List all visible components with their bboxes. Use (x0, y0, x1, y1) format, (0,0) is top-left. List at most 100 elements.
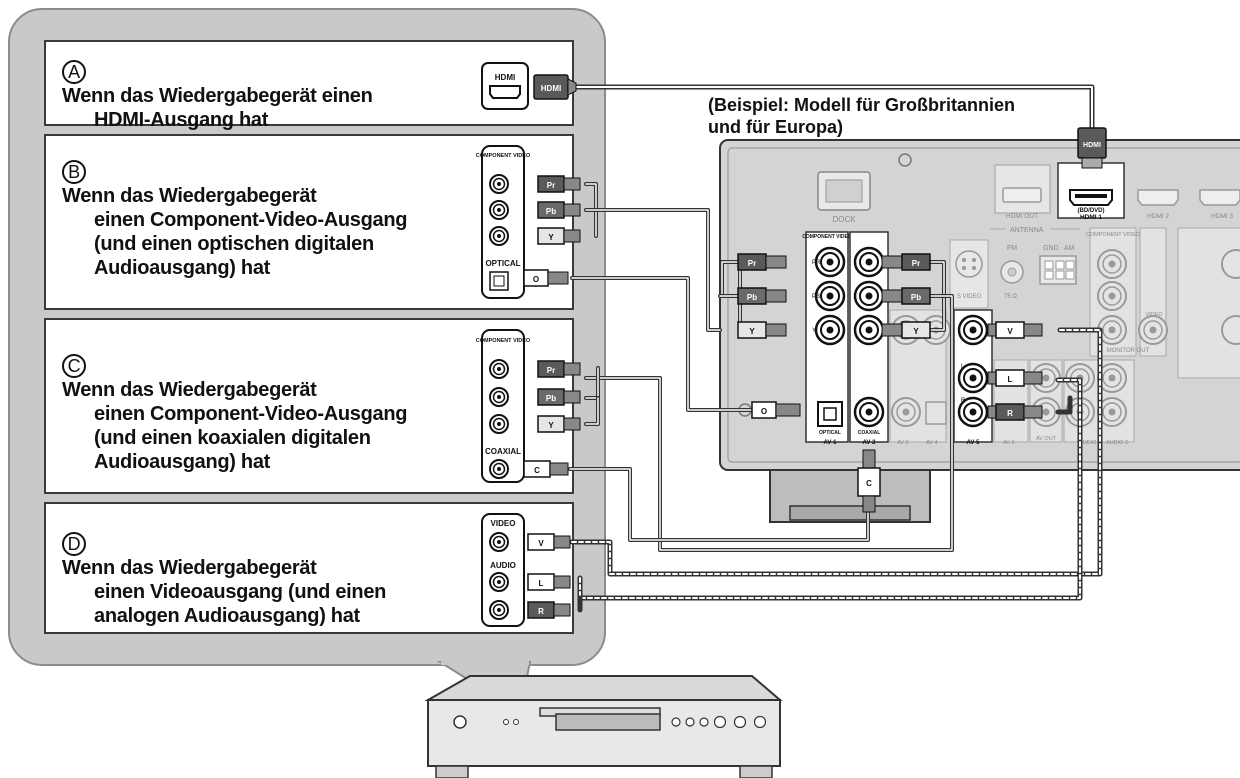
panel-c-line-1: Wenn das Wiedergabegerät (62, 379, 317, 401)
plug-av5-l (987, 369, 1043, 387)
plug-av2-y (881, 321, 931, 339)
plug-b-pb (537, 201, 581, 219)
plug-b-pr (537, 175, 581, 193)
panel-a-line-2: HDMI-Ausgang hat (94, 109, 269, 131)
player-b-optical-label: OPTICAL (485, 259, 520, 268)
plug-b-pr-label: Pr (547, 181, 555, 190)
audio1-label: AUDIO 1 (1079, 440, 1101, 446)
playback-device (424, 675, 783, 778)
av1-optical-label: OPTICAL (819, 430, 841, 436)
s-video-label: S VIDEO (957, 294, 982, 300)
av5-section (953, 309, 993, 443)
plug-av1-o (751, 401, 801, 419)
hdmi-3-jack (1199, 189, 1240, 206)
plug-b-y (537, 227, 581, 245)
av1-y-label: Y (812, 328, 816, 334)
av5-label: AV 5 (967, 440, 981, 446)
player-d-jack-strip (481, 513, 525, 627)
hdmi-2-label: HDMI 2 (1147, 213, 1169, 220)
plug-av2-pr (881, 253, 931, 271)
av1-label: AV 1 (824, 440, 838, 446)
am-antenna-terminal (1039, 255, 1077, 285)
hdmi-cable (571, 84, 1095, 131)
plug-av1-pr (737, 253, 787, 271)
plug-av1-y (737, 321, 787, 339)
model-caption-line-1: (Beispiel: Modell für Großbritannien (708, 95, 1016, 115)
player-hdmi-jack (481, 62, 529, 110)
plug-av5-l-label: L (1008, 375, 1013, 384)
model-caption-line-2: und für Europa) (708, 117, 843, 137)
av2-label: AV 2 (863, 440, 877, 446)
plug-av1-y-label: Y (749, 327, 755, 336)
monitor-video-label: VIDEO (1145, 312, 1163, 318)
dock-label: DOCK (832, 215, 856, 224)
av5-l-label: L (961, 364, 965, 370)
panel-d-line-2: einen Videoausgang (und einen (94, 581, 387, 603)
plug-d-r (527, 601, 571, 619)
av4-label: AV 4 (926, 440, 938, 446)
panel-a-letter: A (62, 60, 86, 84)
plug-d-l (527, 573, 571, 591)
display-window (555, 713, 661, 731)
s-video-jack (949, 239, 989, 309)
hdmi-3-label: HDMI 3 (1211, 213, 1233, 220)
av3-label: AV 3 (897, 440, 909, 446)
plug-c-y (537, 415, 581, 433)
fm-label: FM (1007, 245, 1017, 252)
panel-b-line-1: Wenn das Wiedergabegerät (62, 185, 317, 207)
plug-b-o-label: O (533, 275, 539, 284)
plug-b-pb-label: Pb (546, 207, 556, 216)
panel-b-letter: B (62, 160, 86, 184)
plug-c-pb-label: Pb (546, 394, 556, 403)
av1-section (805, 231, 849, 443)
fm-antenna-jack (1000, 260, 1024, 284)
plug-av2-c (857, 449, 881, 513)
plug-c-c-label: C (534, 466, 540, 475)
plug-av1-pb-label: Pb (747, 293, 757, 302)
plug-av1-pr-label: Pr (748, 259, 756, 268)
plug-b-o (523, 269, 569, 287)
plug-av5-r (987, 403, 1043, 421)
gnd-label: GND (1043, 245, 1059, 252)
panel-d-letter: D (62, 532, 86, 556)
ohm-label: 75 Ω (1004, 294, 1017, 300)
monitor-out-label: MONITOR OUT (1107, 348, 1150, 354)
player-b-jack-strip (481, 145, 525, 299)
plug-av5-v (987, 321, 1043, 339)
hdmi-out-jack (994, 164, 1051, 214)
plug-hdmi-player-label: HDMI (541, 84, 561, 93)
power-button-icon (453, 715, 467, 729)
model-caption: (Beispiel: Modell für Großbritannien und… (708, 94, 1015, 138)
plug-c-pr (537, 360, 581, 378)
panel-c-line-2: einen Component-Video-Ausgang (94, 403, 408, 425)
plug-av1-o-label: O (761, 407, 767, 416)
panel-d-line-1: Wenn das Wiedergabegerät (62, 557, 317, 579)
av2-coaxial-label: COAXIAL (858, 430, 881, 436)
hdmi-1-sublabel: (BD/DVD) (1078, 208, 1105, 214)
player-b-component-label: COMPONENT VIDEO (476, 153, 531, 159)
dock-jack (817, 171, 871, 211)
am-label: AM (1064, 245, 1075, 252)
hdmi-out-label: HDMI OUT (1006, 213, 1038, 220)
plug-d-l-label: L (539, 579, 544, 588)
hdmi-1-label: HDMI 1 (1080, 214, 1102, 221)
plug-c-c (523, 460, 569, 478)
plug-d-r-label: R (538, 607, 544, 616)
plug-c-pr-label: Pr (547, 366, 555, 375)
cables (568, 84, 1103, 613)
plug-av2-pb-label: Pb (911, 293, 921, 302)
plug-av5-v-label: V (1007, 327, 1013, 336)
screw-icon (898, 153, 912, 167)
plug-hdmi-player (533, 74, 577, 100)
plug-c-pb (537, 388, 581, 406)
plug-d-v (527, 533, 571, 551)
av5-r-label: R (961, 398, 966, 404)
av-out-label: AV OUT (1036, 436, 1057, 442)
panel-d-line-3: analogen Audioausgang) hat (94, 605, 360, 627)
